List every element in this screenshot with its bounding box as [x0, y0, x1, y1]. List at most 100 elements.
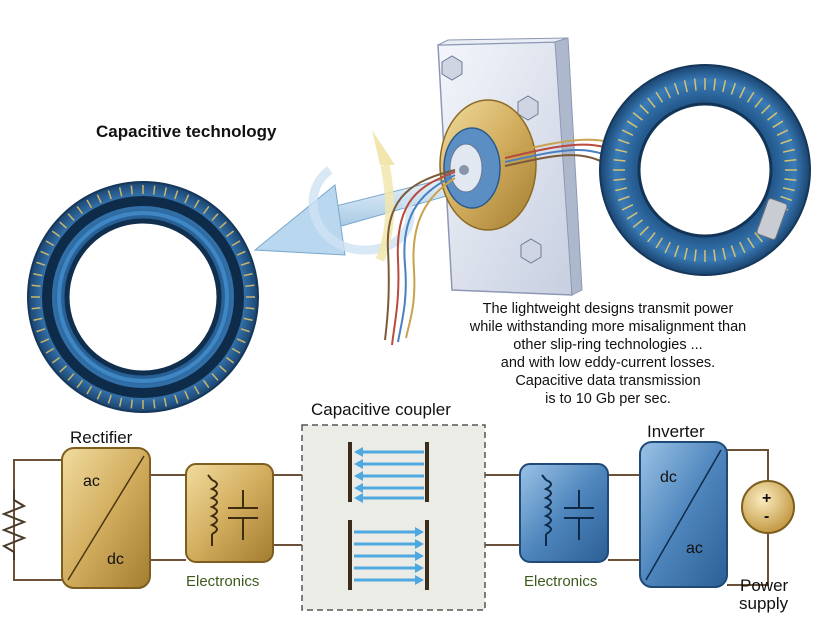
ring-tick [739, 86, 746, 99]
ring-tick [673, 82, 680, 95]
ring-tick [782, 187, 795, 192]
ring-tick [621, 129, 634, 136]
ring-tick [202, 379, 210, 389]
ring-tick [184, 390, 190, 400]
ring-tick [626, 120, 638, 129]
power-supply-label-line2: supply [739, 594, 789, 613]
description-text: The lightweight designs transmit power w… [438, 300, 778, 408]
ring-tick [754, 232, 763, 243]
ring-tick [31, 284, 41, 287]
ring-tick [193, 199, 200, 209]
ring-tick [613, 158, 626, 162]
ring-tick [118, 397, 123, 407]
ring-tick [231, 240, 241, 247]
ring-tick [617, 138, 630, 145]
ring-tick [67, 213, 75, 221]
ring-tick [632, 219, 643, 228]
ring-tick [36, 261, 46, 266]
coupler-arrow-head [354, 447, 363, 457]
ring-tick [683, 247, 688, 260]
ring-tick [59, 365, 67, 373]
rectifier-label: Rectifier [70, 428, 133, 447]
power-supply-label-line1: Power [740, 576, 789, 595]
ring-tick [96, 194, 102, 204]
ring-tick [780, 138, 793, 145]
ring-tick [211, 213, 219, 221]
ring-tick [647, 232, 656, 243]
ring-tick [240, 328, 250, 333]
ring-tick [40, 338, 50, 344]
ring-tick [219, 221, 227, 229]
inverter-box [639, 441, 728, 588]
ring-tick [211, 373, 219, 381]
ring-tick [202, 205, 210, 215]
ring-tick [236, 338, 246, 344]
ring-tick [76, 205, 84, 215]
ring-tick [664, 241, 671, 254]
description-line: while withstanding more misalignment tha… [469, 319, 747, 335]
ring-tick [639, 226, 649, 236]
plus-sign: + [762, 490, 772, 507]
rotation-axis-arrow [253, 130, 451, 262]
ring-tick [107, 190, 112, 200]
ring-tick [130, 185, 133, 195]
rectifier-ac-label: ac [83, 473, 100, 490]
ring-tick [130, 399, 133, 409]
coupler-arrow-head [354, 459, 363, 469]
mounting-plate [437, 37, 583, 296]
ring-tick [45, 347, 55, 354]
ring-tick [76, 379, 84, 389]
description-line: is to 10 Gb per sec. [545, 391, 671, 407]
coupler-arrow-head [354, 493, 363, 503]
ring-tick [772, 120, 784, 129]
figure-title: Capacitive technology [96, 122, 277, 141]
ring-tick [107, 394, 112, 404]
coupler-arrow-head [354, 483, 363, 493]
ring-tick [219, 365, 227, 373]
ring-tick [639, 104, 649, 114]
ring-tick [184, 194, 190, 204]
ring-tick [730, 245, 737, 258]
ring-tick [240, 261, 250, 266]
right-ring [599, 64, 811, 276]
ring-tick [245, 284, 255, 287]
ring-tick [153, 399, 156, 409]
ring-tick [225, 230, 235, 238]
ring-tick [655, 91, 664, 103]
inverter-label: Inverter [647, 422, 705, 441]
ring-tick [59, 221, 67, 229]
inverter-ac-label: ac [686, 540, 703, 557]
description-line: other slip-ring technologies ... [513, 337, 703, 353]
ring-tick [51, 230, 61, 238]
ring-tick [33, 317, 43, 322]
coupler-label: Capacitive coupler [311, 400, 451, 419]
ring-tick [780, 195, 793, 202]
ring-tick [617, 195, 630, 202]
power-supply-circle [741, 480, 795, 534]
ring-tick [615, 187, 628, 192]
electronics-left-box [185, 463, 274, 563]
ring-tick [36, 328, 46, 333]
electronics-right-box [519, 463, 609, 563]
left-ring [27, 181, 259, 413]
ring-tick [647, 97, 656, 108]
ring-tick [746, 91, 755, 103]
ring-tick [776, 129, 789, 136]
ring-tick [33, 272, 43, 277]
description-line: The lightweight designs transmit power [482, 301, 734, 317]
ring-tick [31, 307, 41, 310]
ring-tick [174, 394, 179, 404]
electronics-right-label: Electronics [524, 573, 598, 590]
ring-tick [40, 250, 50, 256]
ring-tick [245, 307, 255, 310]
coupler-arrow-head [354, 471, 363, 481]
left-wires [384, 169, 456, 346]
ring-tick [231, 347, 241, 354]
ring-tick [236, 250, 246, 256]
rectifier-box [61, 447, 151, 589]
ring-tick [683, 80, 688, 93]
load-resistor [1, 490, 27, 560]
ring-tick [174, 190, 179, 200]
ring-tick [243, 272, 253, 277]
